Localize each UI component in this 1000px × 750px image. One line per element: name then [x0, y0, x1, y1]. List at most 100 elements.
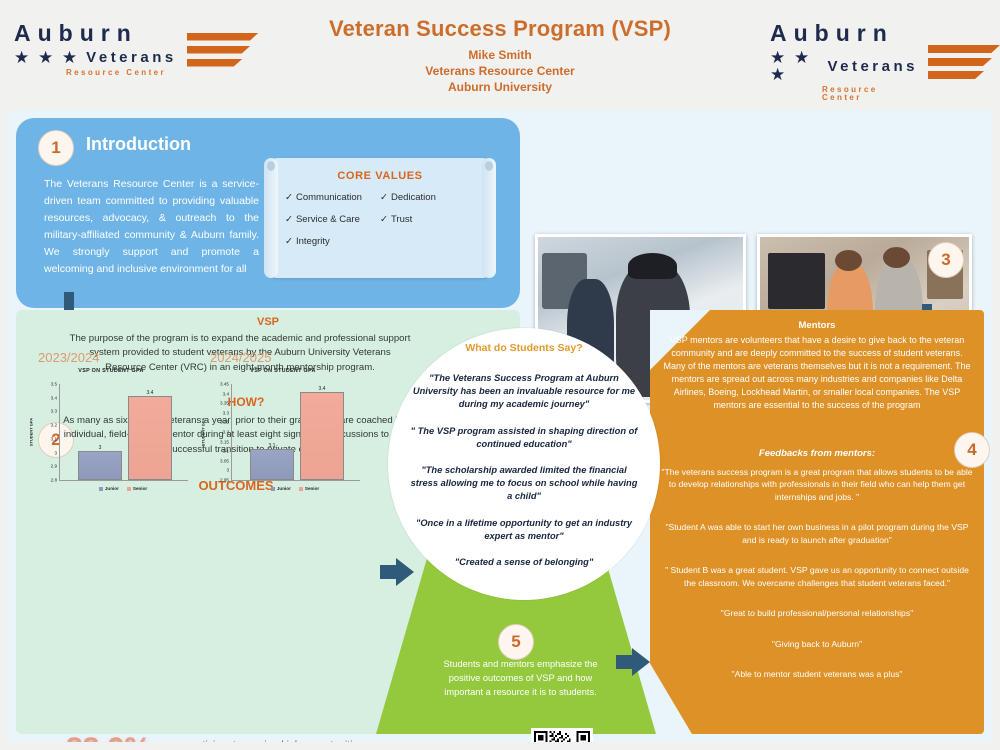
- chart1-ytick: 3.3: [50, 408, 57, 414]
- auburn-vrc-logo-right: Auburn ★ ★ ★ Veterans Resource Center: [770, 22, 1000, 102]
- chart2-legend: Junior Senior: [231, 486, 359, 491]
- logo-right-veterans: Veterans: [827, 57, 918, 75]
- student-quotes-list: "The Veterans Success Program at Auburn …: [410, 372, 638, 582]
- check-icon: ✓: [285, 192, 293, 203]
- photo2-tv-shape: [768, 253, 825, 309]
- student-quote: "Once in a lifetime opportunity to get a…: [415, 517, 633, 541]
- mentor-feedback-quote: "Student A was able to start her own bus…: [665, 522, 969, 545]
- mentor-feedback-quote: "Able to mentor student veterans was a p…: [731, 669, 903, 680]
- chart2-box: VSP ON STUDENT GPA STUDENT GPA 3.45 3.4 …: [198, 368, 368, 498]
- chart2-ytick: 3.05: [220, 458, 229, 464]
- chart2-legend-junior: Junior: [270, 486, 291, 491]
- chart1-y-axis-label: STUDENT GPA: [28, 417, 34, 447]
- introduction-heading: Introduction: [86, 134, 191, 154]
- core-values-card: CORE VALUES ✓Communication ✓Dedication ✓…: [264, 158, 496, 278]
- auburn-flag-icon-left: [186, 32, 259, 67]
- chart1-ytick: 3: [54, 450, 57, 456]
- chart1-ytick: 2.9: [50, 463, 57, 469]
- chart2-y-axis-label: STUDENT GPA: [200, 417, 206, 447]
- poster-header: Auburn ★ ★ ★ Veterans Resource Center Ve…: [0, 0, 1000, 108]
- core-value-label: Communication: [295, 192, 362, 203]
- logo-left-veterans: Veterans: [86, 49, 177, 66]
- logo-right-text: Auburn ★ ★ ★ Veterans Resource Center: [770, 22, 918, 102]
- up-right-arrow-icon-outcomes-to-quotes: [380, 558, 414, 586]
- core-value-item: ✓Trust: [380, 214, 475, 225]
- chart2-ytick: 3.3: [222, 410, 229, 416]
- photo2-student-head-shape: [883, 246, 911, 268]
- gpa-chart-2023-2024: 2023/2024 VSP ON STUDENT GPA STUDENT GPA…: [26, 350, 201, 505]
- chart2-ytick: 3.45: [220, 381, 229, 387]
- step-badge-5: 5: [498, 624, 534, 660]
- core-value-item: ✓Service & Care: [285, 214, 380, 225]
- page-title: Veteran Success Program (VSP): [328, 16, 672, 41]
- check-icon: ✓: [380, 192, 388, 203]
- legend-swatch-junior-icon: [98, 486, 103, 491]
- chart2-ytick: 2.95: [220, 477, 229, 483]
- chart1-bar-junior: 3: [78, 445, 122, 480]
- legend-swatch-junior-icon: [270, 486, 275, 491]
- student-quote: " The VSP program assisted in shaping di…: [410, 425, 638, 449]
- chart2-ytick: 3.15: [220, 439, 229, 445]
- chart1-ytick: 3.4: [50, 395, 57, 401]
- legend-swatch-senior-icon: [126, 486, 131, 491]
- core-value-item: ✓Integrity: [285, 236, 380, 247]
- chart1-legend: Junior Senior: [59, 486, 187, 491]
- logo-left-resource-center: Resource Center: [66, 68, 167, 77]
- core-value-label: Service & Care: [295, 214, 360, 225]
- chart2-plot-area: STUDENT GPA 3.45 3.4 3.35 3.3 3.25 3.2 3…: [201, 382, 360, 483]
- author-name: Mike Smith: [468, 48, 532, 62]
- poster-body: 1 Introduction The Veterans Resource Cen…: [8, 110, 992, 742]
- chart1-legend-junior-label: Junior: [104, 486, 119, 491]
- check-icon: ✓: [285, 214, 293, 225]
- chart1-legend-senior: Senior: [126, 486, 148, 491]
- students-say-circle: What do Students Say? "The Veterans Succ…: [388, 328, 660, 600]
- step-badge-3: 3: [928, 242, 964, 278]
- contact-prompt: Have questions? Reach out to us: [432, 740, 542, 742]
- chart1-ytick: 2.8: [50, 477, 57, 483]
- core-value-label: Trust: [390, 214, 413, 225]
- mentor-feedback-heading: Feedbacks from mentors:: [758, 448, 876, 459]
- chart2-ytick: 3.1: [222, 448, 229, 454]
- mentors-body: VSP mentors are volunteers that have a d…: [663, 335, 971, 411]
- how-heading: HOW?: [227, 395, 265, 409]
- chart1-ytick: 3.2: [50, 422, 57, 428]
- stat-description: participants received job opportunities …: [178, 738, 373, 742]
- photo2-mentor-head-shape: [835, 250, 863, 272]
- chart1-ytick: 3.5: [50, 381, 57, 387]
- logo-left-auburn: Auburn: [14, 20, 138, 46]
- core-value-label: Integrity: [295, 236, 330, 247]
- core-value-label: Dedication: [390, 192, 436, 203]
- check-icon: ✓: [285, 236, 293, 247]
- logo-right-auburn: Auburn: [770, 20, 894, 46]
- outcomes-heading: OUTCOMES: [198, 478, 274, 493]
- three-stars-icon: ★ ★ ★: [770, 48, 812, 84]
- mentor-feedback-quote: "The veterans success program is a great…: [661, 467, 973, 502]
- chart2-ytick: 3.2: [222, 429, 229, 435]
- down-right-arrow-icon-conclusion: [616, 648, 650, 676]
- chart2-legend-senior: Senior: [298, 486, 319, 491]
- chart1-plot-area: STUDENT GPA 3.5 3.4 3.3 3.2 3.1 3 2.9 2.…: [29, 382, 188, 483]
- mentor-feedback-list: "The veterans success program is a great…: [658, 466, 976, 699]
- vsp-heading: VSP: [256, 316, 279, 328]
- chart2-bar-junior-value: 3.1: [268, 443, 276, 450]
- chart2-ytick: 3.35: [220, 400, 229, 406]
- chart1-legend-senior-label: Senior: [132, 486, 148, 491]
- logo-left-row2: ★ ★ ★ Veterans: [14, 49, 177, 66]
- mentors-panel: Mentors VSP mentors are volunteers that …: [648, 310, 984, 734]
- chart1-box: VSP ON STUDENT GPA STUDENT GPA 3.5 3.4 3…: [26, 368, 196, 498]
- auburn-vrc-logo-left: Auburn ★ ★ ★ Veterans Resource Center: [14, 22, 259, 77]
- students-say-heading: What do Students Say?: [465, 342, 583, 354]
- chart1-bar-senior-value: 3.4: [146, 389, 154, 396]
- introduction-panel: 1 Introduction The Veterans Resource Cen…: [16, 118, 520, 308]
- chart2-ytick: 3: [226, 467, 229, 473]
- student-quote: "The scholarship awarded limited the fin…: [410, 464, 638, 502]
- chart2-ytick: 3.4: [222, 391, 229, 397]
- step-badge-2: 2: [38, 422, 74, 458]
- chart1-title: VSP ON STUDENT GPA: [78, 368, 144, 374]
- chart1-bar-senior: 3.4: [128, 390, 172, 480]
- auburn-flag-icon-right: [928, 45, 1000, 79]
- logo-right-resource-center: Resource Center: [822, 85, 878, 102]
- qr-code-icon[interactable]: [531, 728, 593, 742]
- mentor-feedback-quote: " Student B was a great student. VSP gav…: [665, 565, 969, 588]
